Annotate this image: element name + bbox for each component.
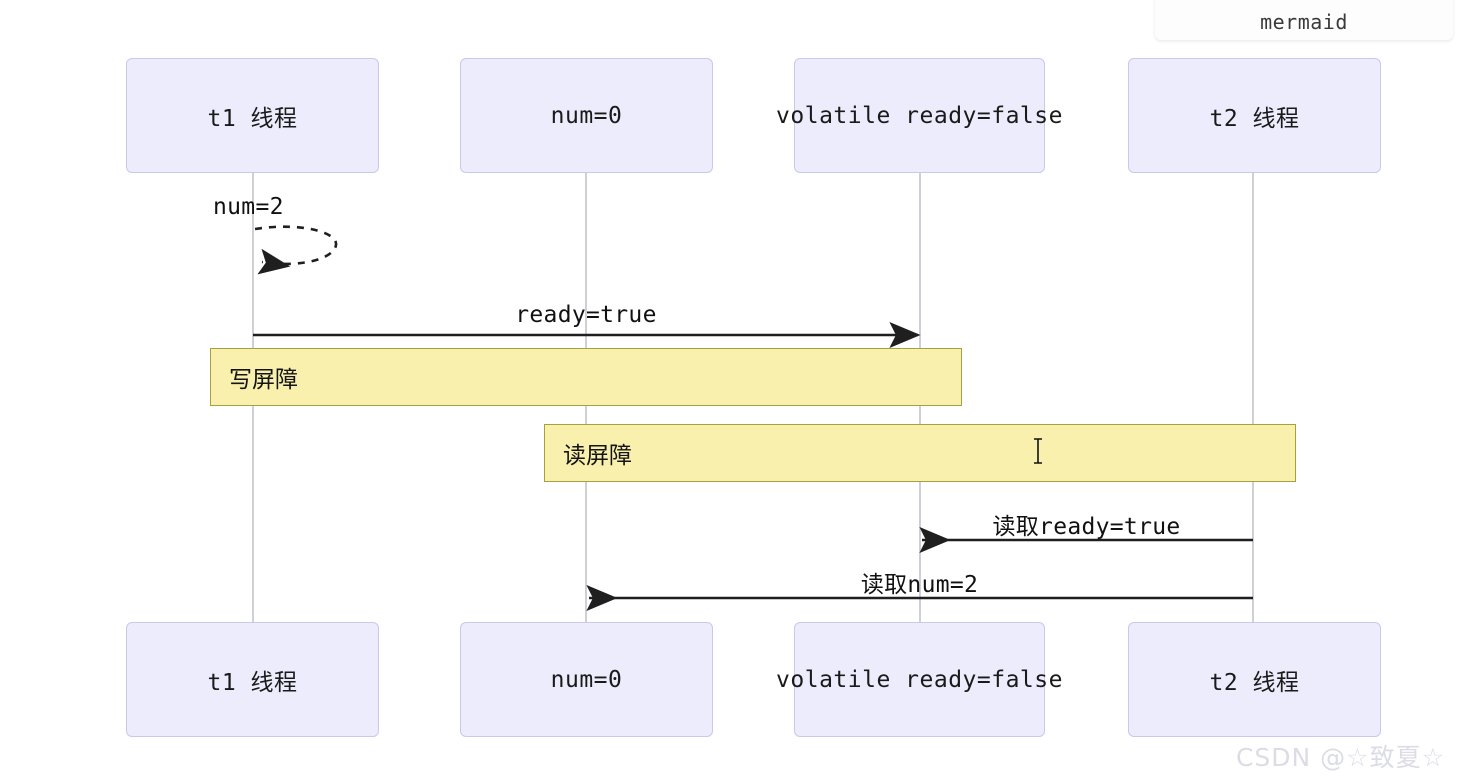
actor-label-t2: t2 线程 bbox=[1209, 105, 1300, 132]
mermaid-tag: mermaid bbox=[1155, 0, 1453, 40]
text-ibeam-cursor bbox=[1034, 438, 1042, 464]
actor-box-bottom-t1[interactable]: t1 线程 bbox=[126, 622, 379, 737]
message-label-read-num-2: 读取num=2 bbox=[860, 572, 979, 598]
note-label-read-barrier: 读屏障 bbox=[563, 443, 632, 469]
actor-box-top-t1[interactable]: t1 线程 bbox=[126, 58, 379, 173]
message-label-num-2: num=2 bbox=[213, 194, 284, 220]
actor-label-bottom-t2: t2 线程 bbox=[1209, 669, 1300, 696]
message-label-ready-true: ready=true bbox=[515, 302, 657, 328]
actor-label-t1: t1 线程 bbox=[207, 105, 298, 132]
message-label-read-ready-true: 读取ready=true bbox=[992, 514, 1181, 540]
lifeline-t2 bbox=[1252, 170, 1254, 622]
note-write-barrier[interactable]: 写屏障 bbox=[210, 348, 962, 406]
actor-box-bottom-num[interactable]: num=0 bbox=[460, 622, 713, 737]
actor-label-num: num=0 bbox=[550, 102, 623, 129]
actor-label-bottom-t1: t1 线程 bbox=[207, 669, 298, 696]
watermark: CSDN @☆致夏☆ bbox=[1235, 743, 1445, 772]
actor-box-bottom-t2[interactable]: t2 线程 bbox=[1128, 622, 1381, 737]
arrow-self-loop-num-2 bbox=[254, 225, 338, 275]
mermaid-tag-label: mermaid bbox=[1260, 10, 1348, 34]
actor-box-bottom-ready[interactable]: volatile ready=false bbox=[776, 622, 1062, 737]
actor-box-top-ready[interactable]: volatile ready=false bbox=[776, 58, 1062, 173]
actor-label-bottom-num: num=0 bbox=[550, 666, 623, 693]
actor-label-ready: volatile ready=false bbox=[776, 102, 1063, 129]
actor-label-bottom-ready: volatile ready=false bbox=[776, 666, 1063, 693]
actor-box-top-num[interactable]: num=0 bbox=[460, 58, 713, 173]
actor-box-top-t2[interactable]: t2 线程 bbox=[1128, 58, 1381, 173]
note-read-barrier[interactable]: 读屏障 bbox=[544, 424, 1296, 482]
note-label-write-barrier: 写屏障 bbox=[229, 367, 298, 393]
